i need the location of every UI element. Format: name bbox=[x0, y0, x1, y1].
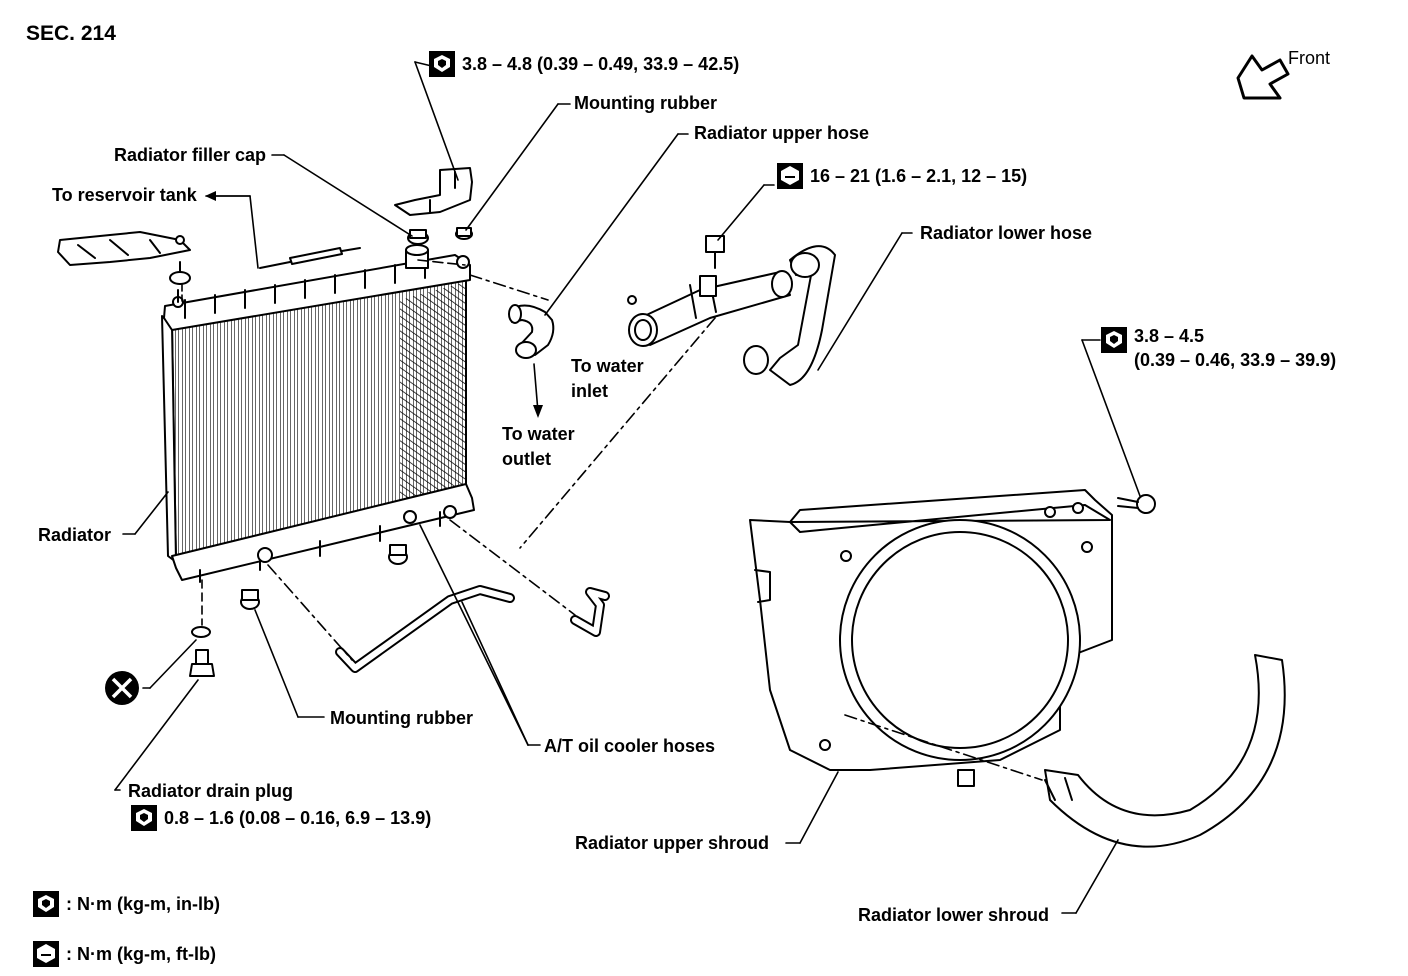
radiator-upper-hose bbox=[508, 304, 555, 359]
torque-spec-shroud-bolt: 3.8 – 4.5 (0.39 – 0.46, 33.9 – 39.9) bbox=[1100, 326, 1336, 371]
torque-value: 3.8 – 4.5 bbox=[1134, 326, 1205, 346]
drain-plug bbox=[189, 626, 215, 677]
label-radiator-upper-hose: Radiator upper hose bbox=[694, 123, 870, 143]
torque-value: 3.8 – 4.8 (0.39 – 0.49, 33.9 – 42.5) bbox=[462, 53, 740, 74]
filled-torque-wrench-icon bbox=[429, 51, 455, 77]
outline-torque-wrench-icon bbox=[777, 163, 803, 189]
do-not-reuse-icon bbox=[105, 671, 139, 705]
filled-torque-wrench-icon bbox=[33, 891, 59, 917]
label-at-oil-cooler-hoses: A/T oil cooler hoses bbox=[544, 736, 716, 756]
filled-torque-wrench-icon bbox=[1101, 327, 1127, 353]
label-radiator-lower-hose: Radiator lower hose bbox=[920, 223, 1093, 243]
at-oil-cooler-hoses bbox=[335, 585, 610, 673]
label-radiator-lower-shroud: Radiator lower shroud bbox=[858, 905, 1050, 925]
legend-inlb: : N·m (kg-m, in-lb) bbox=[32, 890, 220, 918]
label-to-water-inlet: To water inlet bbox=[571, 356, 644, 401]
label-mounting-rubber-bottom: Mounting rubber bbox=[330, 708, 473, 728]
label-to-reservoir-tank: To reservoir tank bbox=[52, 185, 197, 205]
torque-spec-drain-plug: 0.8 – 1.6 (0.08 – 0.16, 6.9 – 13.9) bbox=[130, 804, 431, 832]
torque-spec-hose-clamp: 16 – 21 (1.6 – 2.1, 12 – 15) bbox=[776, 162, 1027, 190]
legend-ftlb: : N·m (kg-m, ft-lb) bbox=[32, 940, 216, 968]
torque-value: 0.8 – 1.6 (0.08 – 0.16, 6.9 – 13.9) bbox=[164, 807, 432, 828]
torque-spec-top-bracket: 3.8 – 4.8 (0.39 – 0.49, 33.9 – 42.5) bbox=[428, 50, 739, 78]
torque-value-2: (0.39 – 0.46, 33.9 – 39.9) bbox=[1134, 350, 1337, 370]
radiator-lower-hose bbox=[627, 235, 836, 386]
overflow-hose bbox=[259, 247, 361, 269]
radiator-upper-shroud bbox=[749, 489, 1113, 787]
filled-torque-wrench-icon bbox=[131, 805, 157, 831]
label-mounting-rubber-top: Mounting rubber bbox=[574, 93, 717, 113]
top-mounting-bracket bbox=[394, 167, 473, 245]
torque-value: 16 – 21 (1.6 – 2.1, 12 – 15) bbox=[810, 165, 1028, 186]
label-radiator-upper-shroud: Radiator upper shroud bbox=[575, 833, 770, 853]
legend-text: : N·m (kg-m, ft-lb) bbox=[66, 943, 216, 964]
outline-torque-wrench-icon bbox=[33, 941, 59, 967]
label-radiator-drain-plug: Radiator drain plug bbox=[128, 781, 294, 801]
reservoir-bracket bbox=[57, 231, 191, 285]
leader-lines bbox=[114, 61, 1141, 914]
front-arrow-icon bbox=[1236, 54, 1290, 100]
label-radiator: Radiator bbox=[38, 525, 112, 545]
radiator-body bbox=[161, 244, 475, 583]
section-number: SEC. 214 bbox=[26, 22, 116, 45]
label-to-water-outlet: To water outlet bbox=[502, 424, 575, 469]
label-radiator-filler-cap: Radiator filler cap bbox=[114, 145, 267, 165]
lower-mounting-rubbers bbox=[240, 544, 408, 610]
legend-text: : N·m (kg-m, in-lb) bbox=[66, 893, 220, 914]
front-label: Front bbox=[1288, 48, 1331, 68]
shroud-bolt bbox=[1117, 494, 1156, 514]
radiator-lower-shroud bbox=[1044, 654, 1286, 848]
